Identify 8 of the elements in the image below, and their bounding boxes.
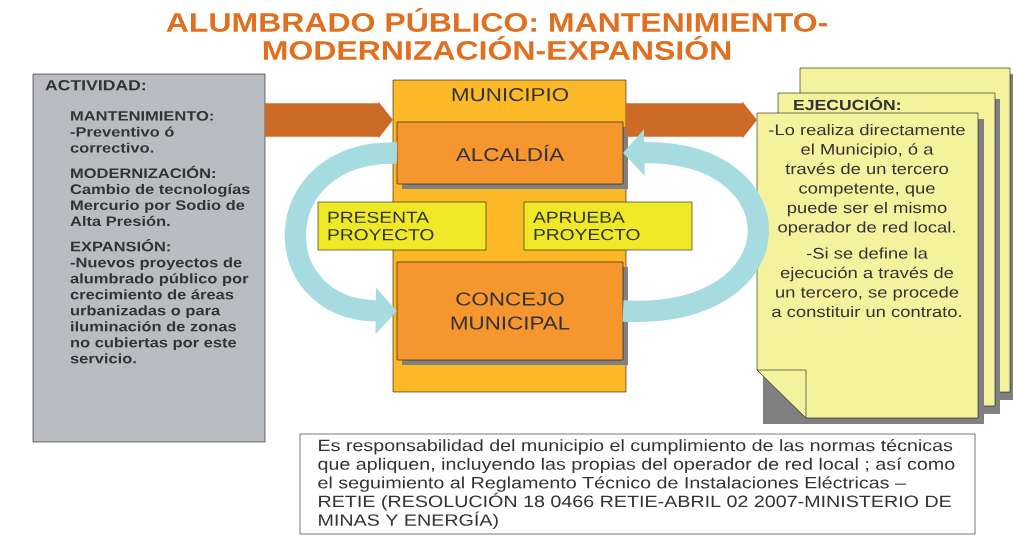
title: ALUMBRADO PÚBLICO: MANTENIMIENTO-MODERNIZACIÓN-EXPANSIÓN xyxy=(166,8,827,60)
label-box: PRESENTA PROYECTO xyxy=(317,201,487,251)
label-box: APRUEBA PROYECTO xyxy=(523,201,693,251)
activity-panel: ACTIVIDAD: MANTENIMIENTO: -Preventivo ó correctivo. MODERNIZACIÓN: Cambio de tecnologías Mercurio por Sodio de Alta Presión. EXPANSIÓN: -Nuevos proyectos de alumbrado público por crecimiento de áreas urbanizadas o para iluminación de zonas no cubiertas por este servicio. xyxy=(32,73,266,443)
banner: ALCALDÍA xyxy=(396,121,628,189)
banner: CONCEJO MUNICIPAL xyxy=(396,261,628,365)
note-box: Es responsabilidad del municipio el cumplimiento de las normas técnicas que apliquen, incluyendo las propias del operador de red local ; así como el seguimiento al Reglamento Técnico de Instalaciones Eléctricas – RETIE (RESOLUCIÓN 18 0466 RETIE-ABRIL 02 2007-MINISTERIO DE MINAS Y ENERGÍA) xyxy=(299,433,976,535)
document-stack: EJECUCIÓN: -Lo realiza directamente el Municipio, ó a través de un tercero competente, que puede ser el mismo operador de red local. -Si se define la ejecución a través de un tercero, se procede a constituir un contrato. xyxy=(756,67,1013,424)
